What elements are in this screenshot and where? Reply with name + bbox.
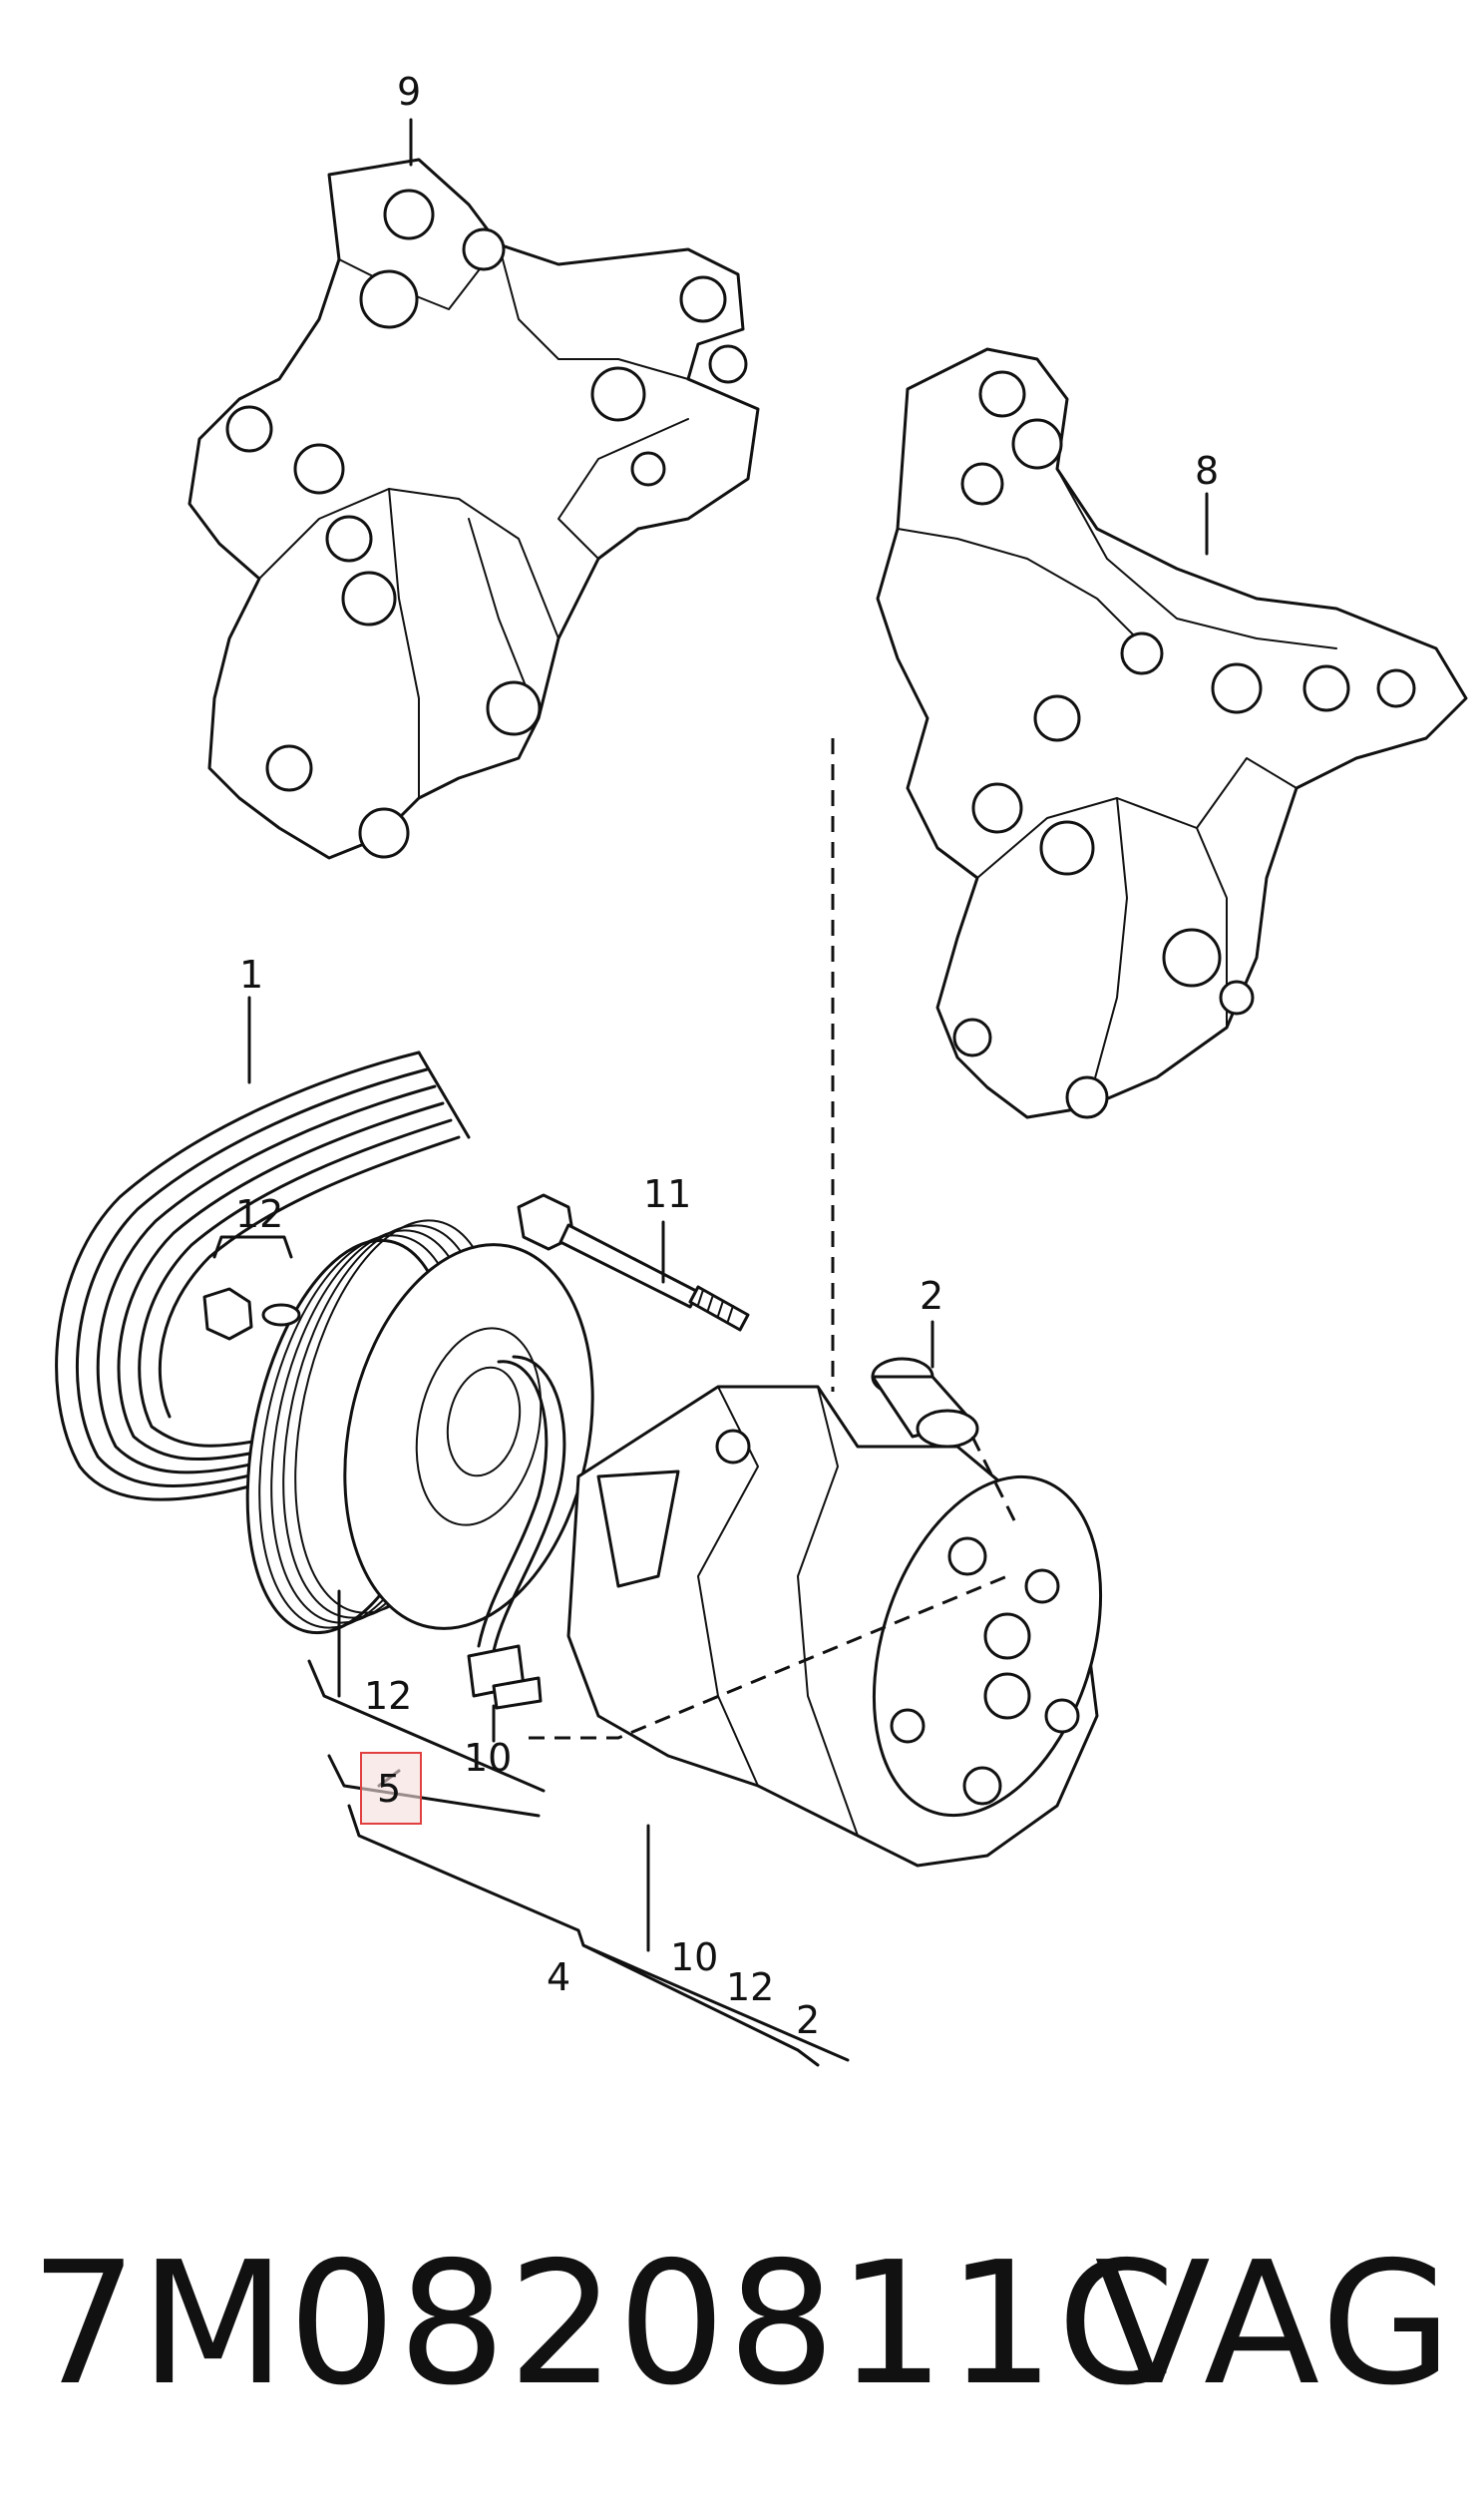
callout-1: 1 — [239, 953, 263, 997]
dashed-leader-sleeve — [970, 1436, 1019, 1527]
clutch-pulley-drawing — [245, 1219, 594, 1653]
callout-4: 4 — [547, 1955, 570, 1999]
compressor-drawing — [566, 1385, 1103, 1868]
bracket-9-drawing — [187, 158, 760, 860]
callout-12-top: 12 — [235, 1192, 283, 1236]
bolt-11-drawing — [517, 1193, 750, 1332]
callout-2-top: 2 — [920, 1274, 943, 1318]
nut-12-drawing — [202, 1287, 301, 1341]
callout-12-bottom: 12 — [726, 1965, 774, 2009]
callout-5-highlight — [360, 1752, 422, 1825]
callout-8: 8 — [1195, 449, 1219, 493]
leader-5-bracket — [327, 1754, 541, 1818]
connector-10-drawing — [467, 1644, 543, 1710]
leader-12-mid — [307, 1659, 546, 1793]
callout-12-mid: 12 — [364, 1674, 412, 1718]
callout-2-bottom: 2 — [796, 1998, 820, 2042]
leader-4 — [347, 1804, 850, 2062]
brand-name: VAG — [1094, 2226, 1456, 2423]
dashed-leader-connector — [529, 1574, 1008, 1740]
part-number: 7M0820811C — [30, 2226, 1178, 2423]
leader-12-top — [212, 1235, 293, 1259]
bracket-8-drawing — [876, 347, 1468, 1119]
footer: 7M0820811C VAG — [30, 2230, 1456, 2419]
leader-10-12-2 — [581, 1943, 820, 2067]
sleeve-2-drawing — [871, 1357, 979, 1449]
callout-9: 9 — [397, 70, 421, 114]
callout-10-mid: 10 — [464, 1736, 512, 1780]
callout-10-bottom: 10 — [670, 1935, 718, 1979]
callout-11: 11 — [643, 1172, 691, 1216]
callout-5: 5 — [377, 1767, 401, 1811]
